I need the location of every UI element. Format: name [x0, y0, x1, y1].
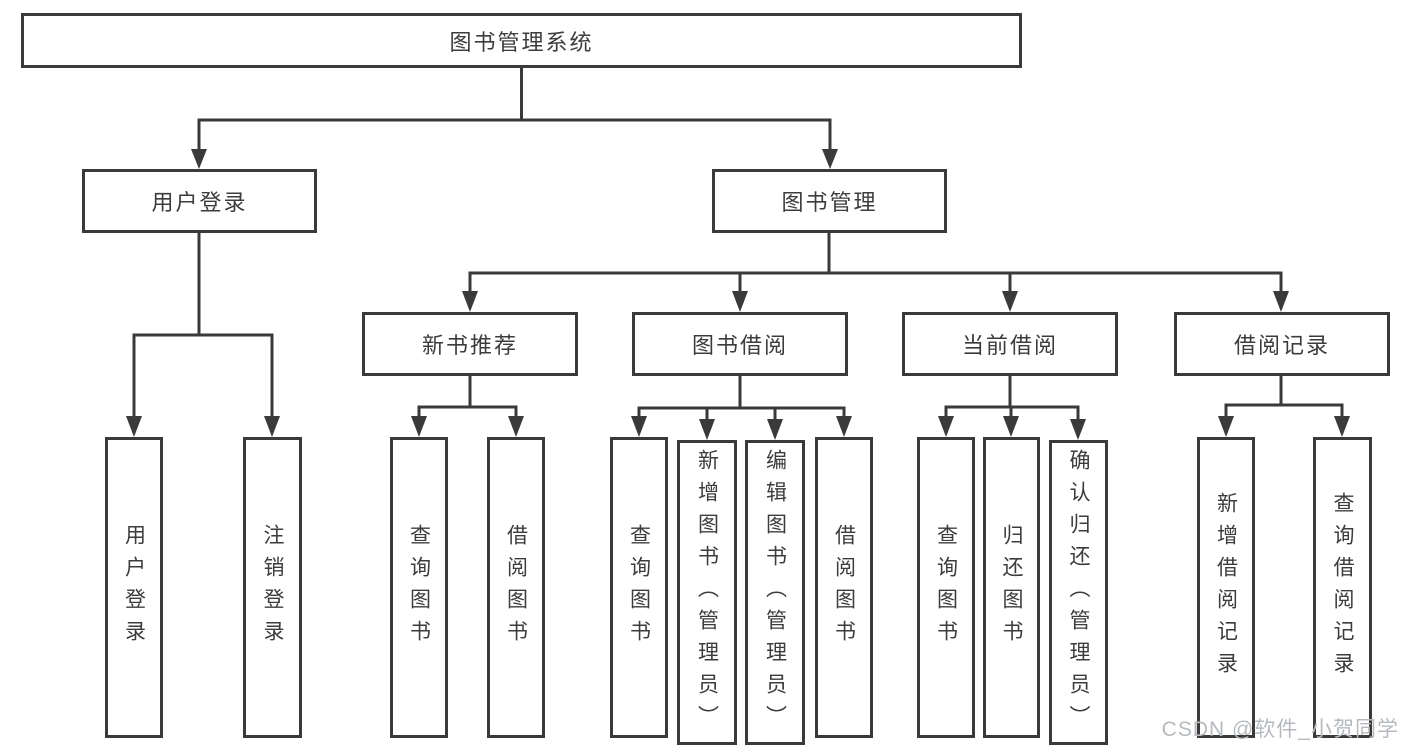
- edge-current-children: [938, 376, 1086, 440]
- node-borrow-query-book: 查询图书: [610, 437, 668, 738]
- node-login-logout: 注销登录: [243, 437, 302, 738]
- node-label: 图书借阅: [691, 333, 788, 358]
- node-current-confirm-return-admin: 确认归还（管理员）: [1049, 440, 1108, 745]
- node-new-book-recommend: 新书推荐: [362, 312, 578, 376]
- edge-mgmt-children: [462, 233, 1289, 312]
- node-label: 当前借阅: [961, 333, 1058, 358]
- node-label: 查询借阅记录: [1331, 491, 1354, 684]
- node-borrow-records: 借阅记录: [1174, 312, 1390, 376]
- node-login-user-login: 用户登录: [105, 437, 163, 738]
- node-label: 编辑图书（管理员）: [763, 448, 787, 737]
- node-label: 用户登录: [122, 523, 146, 652]
- node-label: 借阅记录: [1233, 333, 1330, 358]
- node-book-management: 图书管理: [712, 169, 947, 233]
- node-newbook-query-book: 查询图书: [390, 437, 448, 738]
- node-newbook-borrow-book: 借阅图书: [487, 437, 545, 738]
- edge-root-to-level1: [191, 67, 838, 169]
- node-label: 借阅图书: [832, 523, 856, 652]
- node-label: 借阅图书: [504, 523, 528, 652]
- node-borrow-add-book-admin: 新增图书（管理员）: [677, 440, 737, 745]
- edge-newbook-children: [411, 376, 524, 437]
- node-book-borrow: 图书借阅: [632, 312, 848, 376]
- node-records-query-record: 查询借阅记录: [1313, 437, 1372, 738]
- node-root: 图书管理系统: [21, 13, 1022, 68]
- node-label: 查询图书: [627, 523, 651, 652]
- node-label: 图书管理: [781, 190, 878, 215]
- node-label: 新书推荐: [421, 333, 518, 358]
- node-current-query-book: 查询图书: [917, 437, 975, 738]
- node-label: 查询图书: [934, 523, 958, 652]
- node-label: 确认归还（管理员）: [1067, 448, 1090, 737]
- edge-borrow-children: [631, 376, 852, 440]
- node-label: 查询图书: [407, 523, 431, 652]
- edge-records-children: [1218, 376, 1350, 437]
- node-records-add-record: 新增借阅记录: [1197, 437, 1255, 738]
- node-borrow-edit-book-admin: 编辑图书（管理员）: [745, 440, 805, 745]
- node-label: 新增借阅记录: [1214, 491, 1238, 684]
- node-label: 图书管理系统: [449, 29, 594, 55]
- node-label: 注销登录: [261, 523, 284, 652]
- node-user-login: 用户登录: [82, 169, 317, 233]
- node-current-return-book: 归还图书: [983, 437, 1040, 738]
- watermark: CSDN @软件_小贺同学: [1161, 718, 1399, 741]
- node-current-borrow: 当前借阅: [902, 312, 1118, 376]
- node-label: 新增图书（管理员）: [695, 448, 719, 737]
- node-borrow-borrow-book: 借阅图书: [815, 437, 873, 738]
- node-label: 归还图书: [1000, 523, 1023, 652]
- node-label: 用户登录: [151, 190, 248, 215]
- edge-login-children: [126, 233, 280, 437]
